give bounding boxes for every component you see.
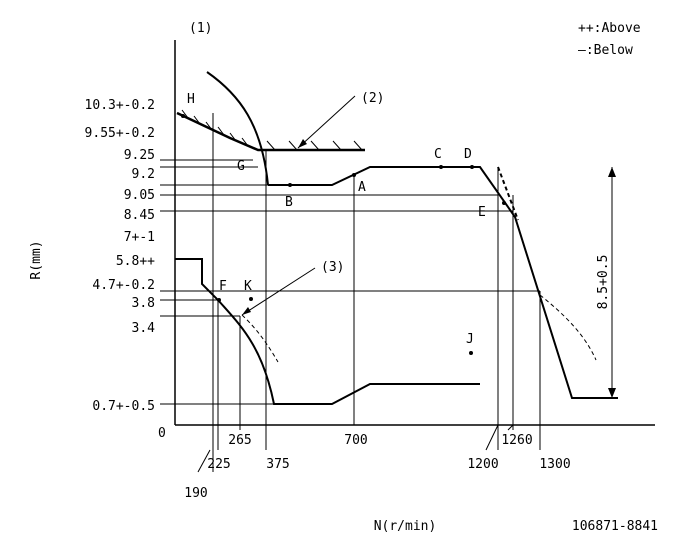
x-tick: 700 [344, 433, 367, 448]
y-tick: 3.8 [132, 296, 155, 311]
leader-2-head [298, 139, 307, 148]
legend-below: —:Below [578, 43, 633, 58]
point-label-f: F [219, 279, 227, 294]
point-label-j: J [466, 332, 474, 347]
label-2: (2) [361, 91, 384, 106]
x-axis-label: N(r/min) [374, 519, 437, 534]
leader-1260 [507, 424, 514, 431]
arrow-head-top [608, 167, 616, 177]
point-label-h: H [187, 92, 195, 107]
leader-2 [297, 95, 356, 149]
y-tick: 9.05 [124, 188, 155, 203]
y-tick: 7+-1 [124, 230, 155, 245]
x-tick: 225 [207, 457, 230, 472]
origin-label: 0 [158, 426, 166, 441]
x-tick: 1200 [467, 457, 498, 472]
x-tick: 1300 [539, 457, 570, 472]
horizontal-guides [160, 159, 540, 405]
point-label-g: G [237, 159, 245, 174]
y-tick: 10.3+-0.2 [85, 98, 155, 113]
leader-1200 [485, 424, 499, 451]
y-tick: 9.25 [124, 148, 155, 163]
point-label-d: D [464, 147, 472, 162]
dashed-above-line [497, 166, 519, 221]
x-tick: 265 [228, 433, 251, 448]
arrow-head-bottom [608, 388, 616, 398]
hatched-limit-line [176, 109, 365, 152]
upper-curve [268, 166, 618, 399]
point-label-e: E [478, 205, 486, 220]
x-tick: 190 [184, 486, 207, 501]
label-3: (3) [321, 260, 344, 275]
y-tick: 5.8++ [116, 254, 155, 269]
y-tick: 3.4 [132, 321, 156, 336]
leader-3-head [242, 307, 251, 315]
point-label-b: B [285, 195, 293, 210]
document-code: 106871-8841 [572, 519, 658, 534]
lower-curve-dashed [241, 314, 279, 363]
y-tick: 9.55+-0.2 [85, 126, 155, 141]
point-label-a: A [358, 180, 366, 195]
x-tick: 1260 [501, 433, 532, 448]
y-tick: 4.7+-0.2 [92, 278, 155, 293]
y-tick: 9.2 [132, 167, 155, 182]
point-dots [181, 114, 506, 355]
dimension-label: 8.5+0.5 [596, 255, 611, 310]
leader-3 [241, 267, 316, 316]
point-label-c: C [434, 147, 442, 162]
curve-1 [206, 71, 269, 186]
right-curve-dashed [539, 294, 597, 361]
leader-190 [197, 449, 211, 473]
y-tick: 0.7+-0.5 [92, 399, 155, 414]
label-1: (1) [189, 21, 212, 36]
y-tick: 8.45 [124, 208, 155, 223]
legend-above: ++:Above [578, 21, 641, 36]
y-axis-label: R(mm) [29, 240, 44, 279]
x-tick: 375 [266, 457, 289, 472]
point-label-k: K [244, 279, 252, 294]
